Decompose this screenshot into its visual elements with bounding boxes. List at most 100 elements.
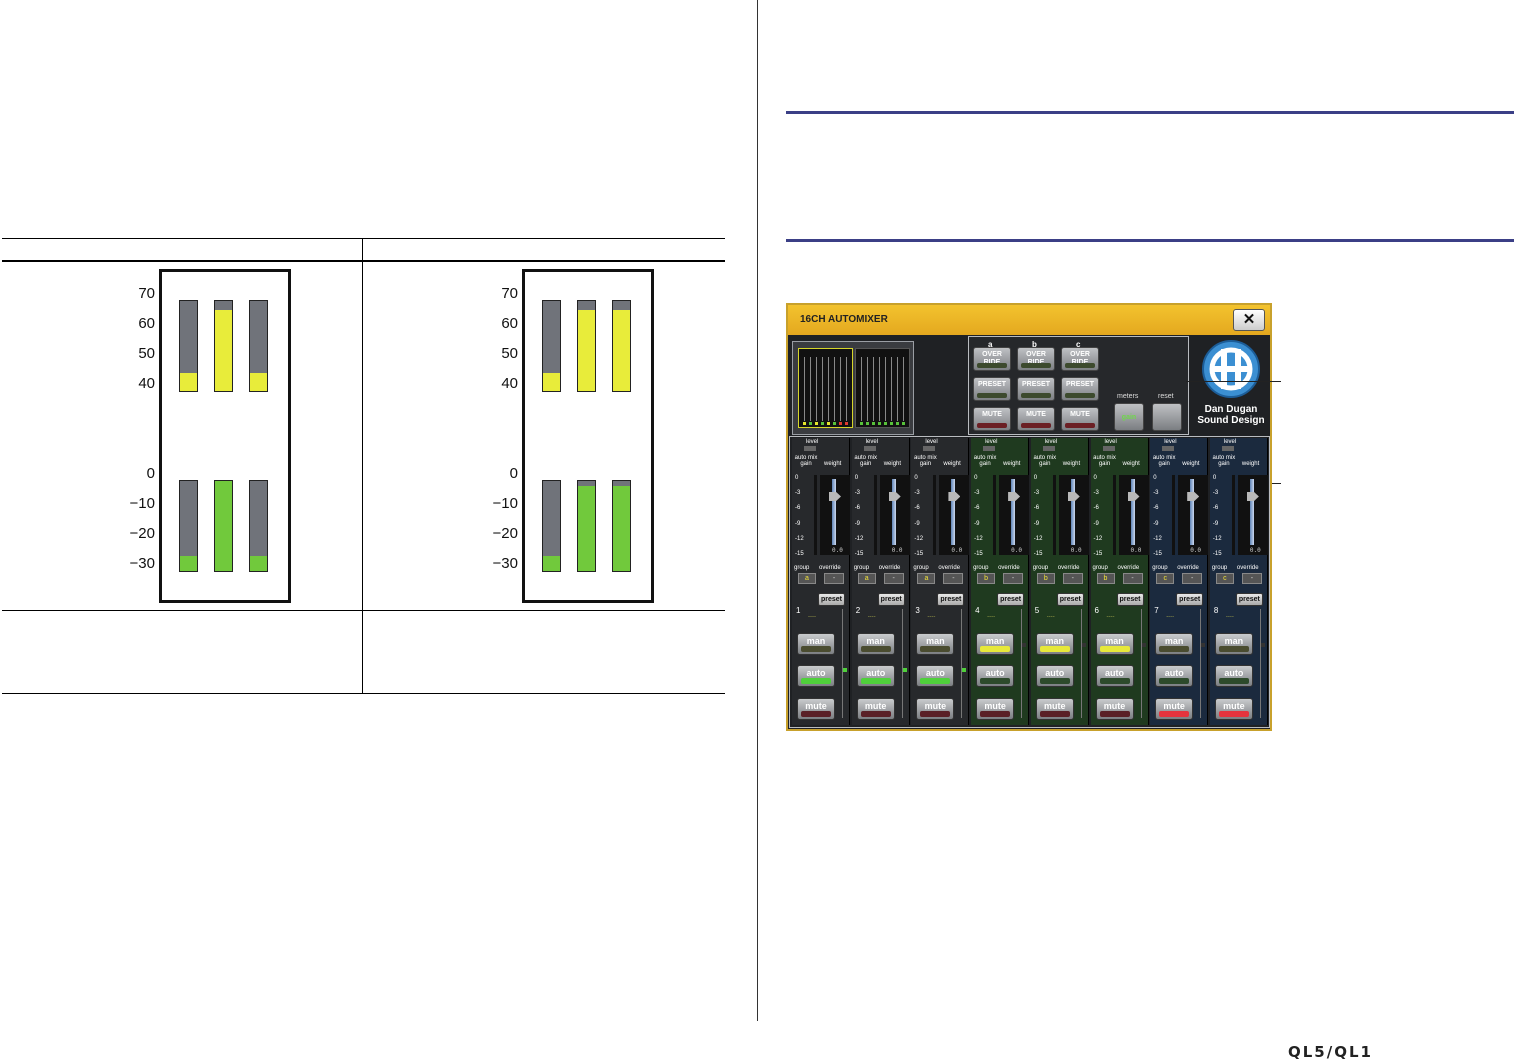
preset-button[interactable]: preset [877,593,905,606]
scale-label: 50 [501,345,518,362]
group-assign-button[interactable]: b [1096,573,1115,584]
gain-scale-label: -9 [1033,520,1040,527]
weight-fader-knob[interactable] [888,492,901,501]
man-button[interactable]: man [797,633,835,655]
mini-meter-led [902,422,905,425]
override-indicator: - [943,573,964,584]
weight-label: weight [1122,461,1140,467]
mute-button-a[interactable]: MUTE [973,407,1011,431]
preset-button[interactable]: preset [1056,593,1084,606]
preset-button[interactable]: preset [937,593,965,606]
group-assign-button[interactable]: a [798,573,816,584]
gain-meter [814,475,817,555]
override-button-b[interactable]: OVER RIDE [1017,347,1055,371]
auto-button[interactable]: auto [1214,665,1253,687]
auto-button[interactable]: auto [1155,665,1194,687]
auto-button[interactable]: auto [1035,665,1074,687]
close-icon[interactable]: ✕ [1233,309,1265,331]
reset-button[interactable] [1152,403,1182,431]
vertical-guide [1200,609,1202,718]
weight-fader-knob[interactable] [1067,492,1080,501]
auto-led [801,678,831,684]
override-label: override [1117,565,1140,571]
override-button-c[interactable]: OVER RIDE [1061,347,1099,371]
mute-button[interactable]: mute [1155,698,1194,720]
man-button[interactable]: man [916,633,955,655]
mini-meter-line [903,357,904,421]
gain-scale-label: -9 [1212,520,1219,527]
auto-button[interactable]: auto [856,665,895,687]
group-assign-button[interactable]: b [977,573,996,584]
override-button-a[interactable]: OVER RIDE [973,347,1011,371]
mute-button[interactable]: mute [1214,698,1253,720]
mute-button[interactable]: mute [976,698,1015,720]
group-assign-button[interactable]: b [1036,573,1055,584]
indicator-led [1021,423,1051,428]
group-assign-button[interactable]: c [1215,573,1234,584]
mute-button[interactable]: mute [916,698,955,720]
logo-line-2: Sound Design [1197,415,1265,426]
weight-fader-slot [891,479,896,545]
preset-button[interactable]: preset [1235,593,1263,606]
man-button[interactable]: man [856,633,895,655]
product-logo: QL5/QL1 [1288,1043,1373,1061]
auto-button[interactable]: auto [976,665,1015,687]
preset-button[interactable]: preset [818,593,845,606]
group-assign-button[interactable]: c [1156,573,1175,584]
group-label: group [1092,565,1108,571]
override-label: override [1236,565,1259,571]
preset-button[interactable]: preset [997,593,1025,606]
mute-button[interactable]: mute [1095,698,1134,720]
man-led [1099,646,1130,652]
weight-fader-knob[interactable] [1127,492,1140,501]
auto-button[interactable]: auto [1095,665,1134,687]
auto-led [1159,678,1190,684]
scale-label: 40 [501,375,518,392]
level-meter-bottom [577,480,596,572]
weight-fader-knob[interactable] [1008,492,1021,501]
man-button[interactable]: man [1095,633,1134,655]
preset-button-c[interactable]: PRESET [1061,377,1099,401]
gain-meter [1172,475,1176,555]
auto-button[interactable]: auto [797,665,835,687]
meters-gain-button[interactable]: gain [1114,403,1144,431]
mute-button-c[interactable]: MUTE [1061,407,1099,431]
weight-fader-knob[interactable] [1246,492,1259,501]
man-button[interactable]: man [1035,633,1074,655]
auto-mix-gain-label: auto mix gain [1152,455,1176,467]
man-button[interactable]: man [1214,633,1253,655]
channel-number: 7 [1154,606,1159,615]
meters-label: meters [1117,393,1139,400]
indicator-led [1021,393,1051,398]
weight-fader-knob[interactable] [829,492,841,501]
preset-button-b[interactable]: PRESET [1017,377,1055,401]
overview-meters-ch1-8 [798,348,853,428]
preset-button[interactable]: preset [1176,593,1204,606]
mute-button[interactable]: mute [797,698,835,720]
weight-fader-knob[interactable] [948,492,961,501]
meter-fill [578,310,595,391]
overview-meter-box[interactable] [792,341,914,435]
gain-scale-label: 0 [1093,475,1097,481]
weight-value: 0.0 [1070,547,1082,554]
gain-scale-label: -6 [1033,505,1040,512]
weight-value: 0.0 [891,547,903,554]
preset-button-a[interactable]: PRESET [973,377,1011,401]
scale-label: 70 [501,285,518,302]
mini-meter-line [879,357,880,421]
auto-led [1039,678,1070,684]
mute-button-b[interactable]: MUTE [1017,407,1055,431]
man-button[interactable]: man [976,633,1015,655]
man-button[interactable]: man [1155,633,1194,655]
dan-dugan-logo: Dan Dugan Sound Design [1192,339,1270,433]
mini-meter-led [890,422,893,425]
mute-button[interactable]: mute [1035,698,1074,720]
group-assign-button[interactable]: a [917,573,936,584]
group-assign-button[interactable]: a [857,573,876,584]
weight-fader-knob[interactable] [1187,492,1200,501]
status-dot [962,668,967,672]
preset-button[interactable]: preset [1116,593,1144,606]
auto-button[interactable]: auto [916,665,955,687]
status-dot [843,668,847,672]
mute-button[interactable]: mute [856,698,895,720]
